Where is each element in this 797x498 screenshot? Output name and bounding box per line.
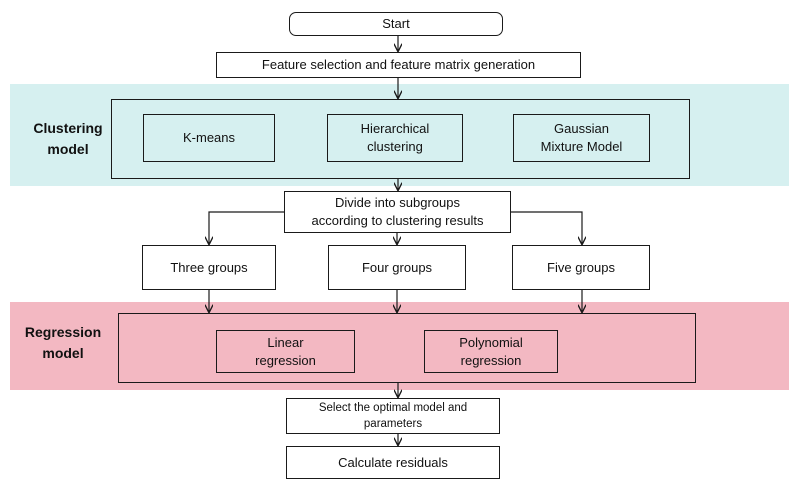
regression-model-title: Regression model <box>24 324 102 361</box>
clustering-frame <box>111 99 690 179</box>
hierarchical-clustering-label: Hierarchical clustering <box>360 121 430 154</box>
polynomial-regression-label: Polynomial regression <box>459 334 523 368</box>
four-groups-box: Four groups <box>328 245 466 290</box>
calculate-residuals-box: Calculate residuals <box>286 446 500 479</box>
clustering-model-title: Clustering model <box>33 120 103 157</box>
kmeans-label: K-means <box>182 130 236 145</box>
arrow-divide-to-three <box>209 211 284 244</box>
three-groups-label: Three groups <box>170 259 248 275</box>
polynomial-regression-box: Polynomial regression <box>424 330 558 373</box>
calculate-residuals-label: Calculate residuals <box>338 454 448 470</box>
divide-subgroups-box: Divide into subgroups according to clust… <box>284 191 511 233</box>
linear-regression-box: Linear regression <box>216 330 355 373</box>
arrow-divide-to-five <box>511 211 582 244</box>
gaussian-mixture-box: Gaussian Mixture Model <box>513 114 650 162</box>
three-groups-box: Three groups <box>142 245 276 290</box>
feature-selection-label: Feature selection and feature matrix gen… <box>261 57 536 72</box>
start-box: Start <box>289 12 503 36</box>
regression-band <box>10 302 789 390</box>
five-groups-box: Five groups <box>512 245 650 290</box>
feature-selection-box: Feature selection and feature matrix gen… <box>216 52 581 78</box>
hierarchical-clustering-box: Hierarchical clustering <box>327 114 463 162</box>
gaussian-mixture-label: Gaussian Mixture Model <box>540 121 623 154</box>
four-groups-label: Four groups <box>361 259 433 275</box>
regression-frame <box>118 313 696 383</box>
clustering-band <box>10 84 789 186</box>
kmeans-box: K-means <box>143 114 275 162</box>
start-label: Start <box>382 16 410 31</box>
five-groups-label: Five groups <box>547 259 615 275</box>
select-optimal-model-box: Select the optimal model and parameters <box>286 398 500 434</box>
divide-subgroups-label: Divide into subgroups according to clust… <box>311 195 484 228</box>
select-optimal-model-label: Select the optimal model and parameters <box>318 402 468 430</box>
linear-regression-label: Linear regression <box>255 334 316 368</box>
